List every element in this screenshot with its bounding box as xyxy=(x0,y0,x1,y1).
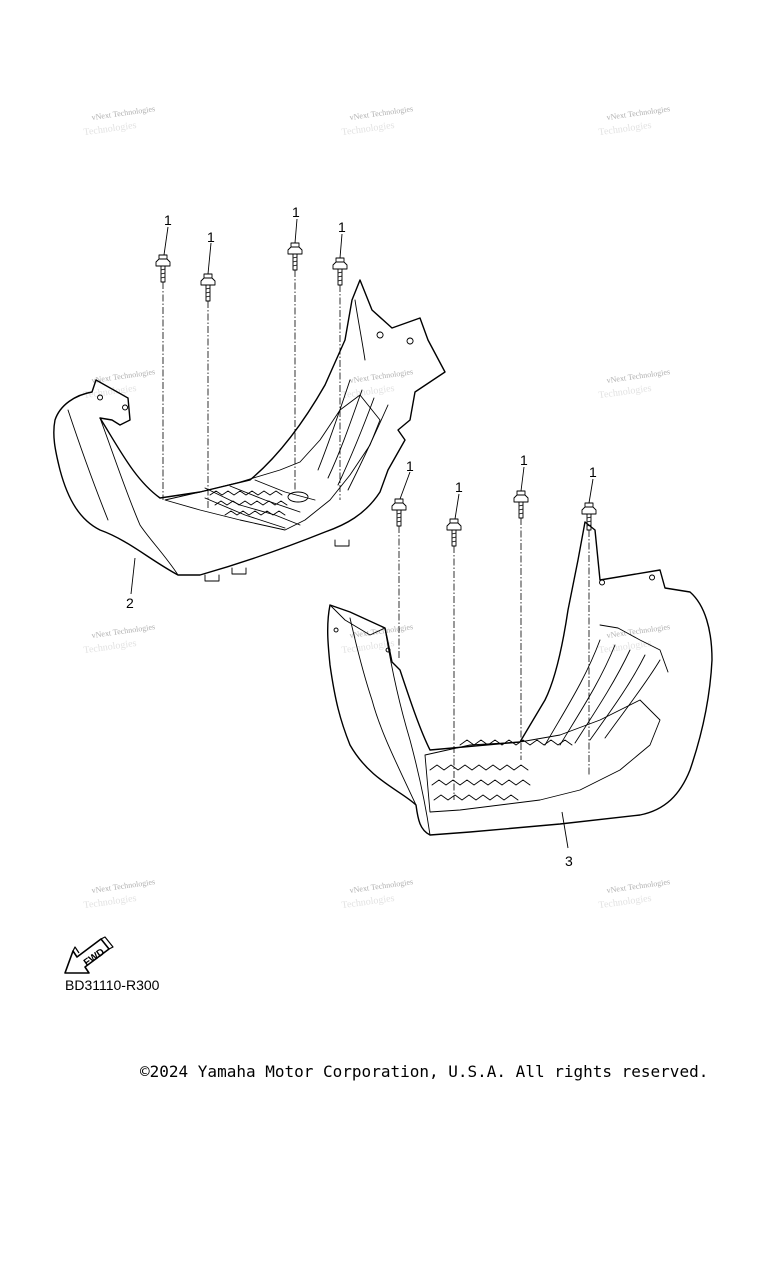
bolt-icon xyxy=(287,242,303,271)
watermark: Technologies vNext Technologies xyxy=(341,367,414,401)
svg-text:vNext Technologies: vNext Technologies xyxy=(606,367,671,385)
watermark: Technologies vNext Technologies xyxy=(83,104,156,138)
watermark: Technologies vNext Technologies xyxy=(598,367,671,401)
fwd-arrow-icon: FWD xyxy=(64,936,114,974)
diagram-code: BD31110-R300 xyxy=(65,977,160,993)
bolt-icon xyxy=(332,257,348,286)
callout-bolt: 1 xyxy=(292,204,300,220)
svg-text:Technologies: Technologies xyxy=(341,383,395,401)
svg-text:vNext Technologies: vNext Technologies xyxy=(606,104,671,122)
callout-bolt: 1 xyxy=(406,458,414,474)
svg-text:vNext Technologies: vNext Technologies xyxy=(349,622,414,640)
callout-bolt: 1 xyxy=(164,212,172,228)
bolt-icon xyxy=(446,518,462,547)
svg-text:vNext Technologies: vNext Technologies xyxy=(606,622,671,640)
bolt-icon xyxy=(200,273,216,302)
leader-lines xyxy=(130,218,594,849)
svg-text:Technologies: Technologies xyxy=(598,638,652,656)
callout-bolt: 1 xyxy=(338,219,346,235)
svg-text:vNext Technologies: vNext Technologies xyxy=(91,104,156,122)
svg-text:vNext Technologies: vNext Technologies xyxy=(606,877,671,895)
watermark: Technologies vNext Technologies xyxy=(341,877,414,911)
callout-bolt: 1 xyxy=(455,479,463,495)
svg-text:vNext Technologies: vNext Technologies xyxy=(349,367,414,385)
watermark: Technologies vNext Technologies xyxy=(83,877,156,911)
footrest-right xyxy=(327,521,713,836)
svg-text:vNext Technologies: vNext Technologies xyxy=(91,877,156,895)
bolt-icon xyxy=(391,498,407,527)
callouts: 1 1 1 1 1 1 1 1 2 3 xyxy=(126,204,597,869)
watermark: Technologies vNext Technologies xyxy=(598,104,671,138)
svg-text:Technologies: Technologies xyxy=(598,383,652,401)
svg-text:vNext Technologies: vNext Technologies xyxy=(91,622,156,640)
footrest-left xyxy=(53,279,446,582)
watermark: Technologies vNext Technologies xyxy=(83,622,156,656)
copyright-notice: ©2024 Yamaha Motor Corporation, U.S.A. A… xyxy=(140,1062,709,1081)
watermark: Technologies vNext Technologies xyxy=(598,877,671,911)
svg-text:Technologies: Technologies xyxy=(341,120,395,138)
watermark: Technologies vNext Technologies xyxy=(341,622,414,656)
svg-text:Technologies: Technologies xyxy=(83,120,137,138)
watermark: Technologies vNext Technologies xyxy=(341,104,414,138)
svg-text:vNext Technologies: vNext Technologies xyxy=(349,104,414,122)
svg-text:Technologies: Technologies xyxy=(83,893,137,911)
callout-bolt: 1 xyxy=(589,464,597,480)
svg-text:Technologies: Technologies xyxy=(83,638,137,656)
watermark: Technologies vNext Technologies xyxy=(598,622,671,656)
callout-bolt: 1 xyxy=(207,229,215,245)
callout-bolt: 1 xyxy=(520,452,528,468)
callout-part-3: 3 xyxy=(565,853,573,869)
svg-text:vNext Technologies: vNext Technologies xyxy=(349,877,414,895)
callout-part-2: 2 xyxy=(126,595,134,611)
svg-text:Technologies: Technologies xyxy=(341,893,395,911)
svg-text:Technologies: Technologies xyxy=(598,893,652,911)
bolt-icon xyxy=(513,490,529,519)
watermark: Technologies vNext Technologies xyxy=(83,367,156,401)
svg-text:Technologies: Technologies xyxy=(598,120,652,138)
bolt-icon xyxy=(155,254,171,283)
